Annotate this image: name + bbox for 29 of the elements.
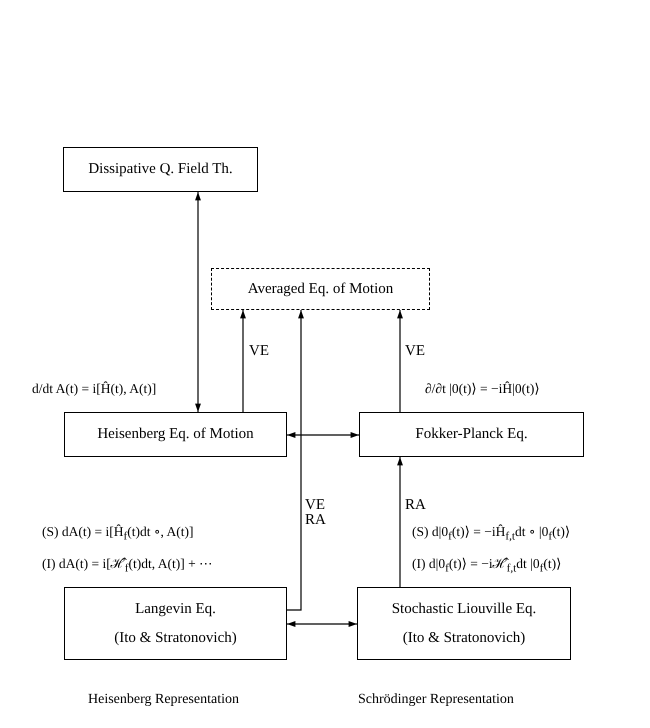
arrow bbox=[397, 457, 403, 587]
node-text: (Ito & Stratonovich) bbox=[114, 628, 237, 648]
arrow bbox=[287, 621, 357, 627]
equation: ∂/∂t |0(t)⟩ = −iĤ|0(t)⟩ bbox=[425, 381, 540, 397]
node-text: Heisenberg Eq. of Motion bbox=[97, 425, 254, 444]
node-text: Langevin Eq. bbox=[135, 600, 216, 619]
arrow bbox=[287, 310, 304, 611]
process-box bbox=[64, 587, 287, 660]
process-box bbox=[64, 412, 287, 457]
node-text: Averaged Eq. of Motion bbox=[248, 280, 394, 299]
arrow bbox=[195, 192, 201, 412]
node-text: Fokker-Planck Eq. bbox=[415, 425, 528, 444]
equation: d/dt A(t) = i[Ĥ(t), A(t)] bbox=[32, 381, 156, 397]
arrow bbox=[240, 310, 246, 412]
equation: (S) dA(t) = i[Ĥ$_{f}$(t)dt ∘, A(t)] bbox=[42, 524, 194, 543]
caption: Schrödinger Representation bbox=[358, 692, 514, 708]
process-box bbox=[357, 587, 571, 660]
equation: (I) dA(t) = i[ℋ̂$_{f}$(t)dt, A(t)] + ⋯ bbox=[42, 555, 214, 575]
process-box bbox=[63, 147, 258, 192]
arrow bbox=[287, 432, 359, 438]
node-text: Dissipative Q. Field Th. bbox=[88, 160, 233, 180]
process-box bbox=[359, 412, 584, 457]
equation: (S) d|0$_{f}$(t)⟩ = −iĤ$_{f,t}$dt ∘ |0$_{f}$(t)⟩ bbox=[412, 524, 570, 543]
arrow bbox=[397, 310, 403, 412]
node-text: Stochastic Liouville Eq. bbox=[392, 600, 536, 619]
equation: (I) d|0$_{f}$(t)⟩ = −iℋ̂$_{f,t}$dt |0$_{f}$(t)⟩ bbox=[412, 555, 562, 575]
dashed-box bbox=[211, 268, 430, 310]
caption: Heisenberg Representation bbox=[88, 692, 239, 708]
node-text: (Ito & Stratonovich) bbox=[402, 628, 526, 648]
